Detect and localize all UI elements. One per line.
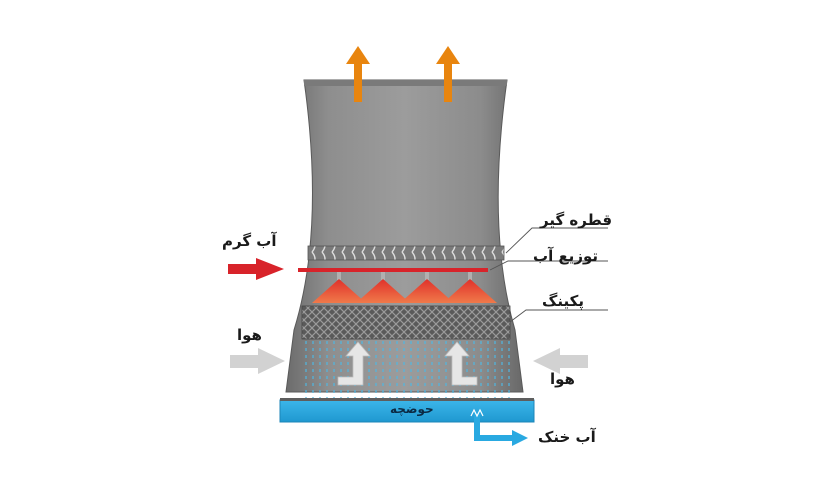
air-turn-arrow-left <box>337 341 371 386</box>
exhaust-arrow-right <box>436 46 460 102</box>
tower-top-rim <box>304 80 507 86</box>
air-intake-arrow-left <box>230 348 285 374</box>
spray-nozzles <box>312 272 497 303</box>
label-basin: حوضچه <box>390 402 434 416</box>
hot-water-inlet-arrow <box>228 258 284 280</box>
label-water-distribution: توزیع آب <box>533 247 598 265</box>
label-hot-water: آب گرم <box>222 232 277 250</box>
label-drift-eliminator: قطره گیر <box>540 211 613 229</box>
leader-lines <box>489 227 608 323</box>
label-packing: پکینگ <box>542 292 584 310</box>
cold-water-outlet-arrow <box>474 412 515 441</box>
drift-eliminator-band <box>307 245 505 261</box>
label-air-left: هوا <box>237 326 262 344</box>
outlet-valve-mark <box>470 408 484 418</box>
cold-water-arrowhead <box>512 430 528 446</box>
label-air-right: هوا <box>550 370 575 388</box>
basin-top-edge <box>280 398 534 401</box>
label-cold-water: آب خنک <box>538 428 596 446</box>
exhaust-arrow-left <box>346 46 370 102</box>
air-intake-arrow-right <box>533 348 588 374</box>
packing-media <box>301 305 511 340</box>
air-turn-arrow-right <box>444 341 478 386</box>
tower-body <box>285 79 524 393</box>
